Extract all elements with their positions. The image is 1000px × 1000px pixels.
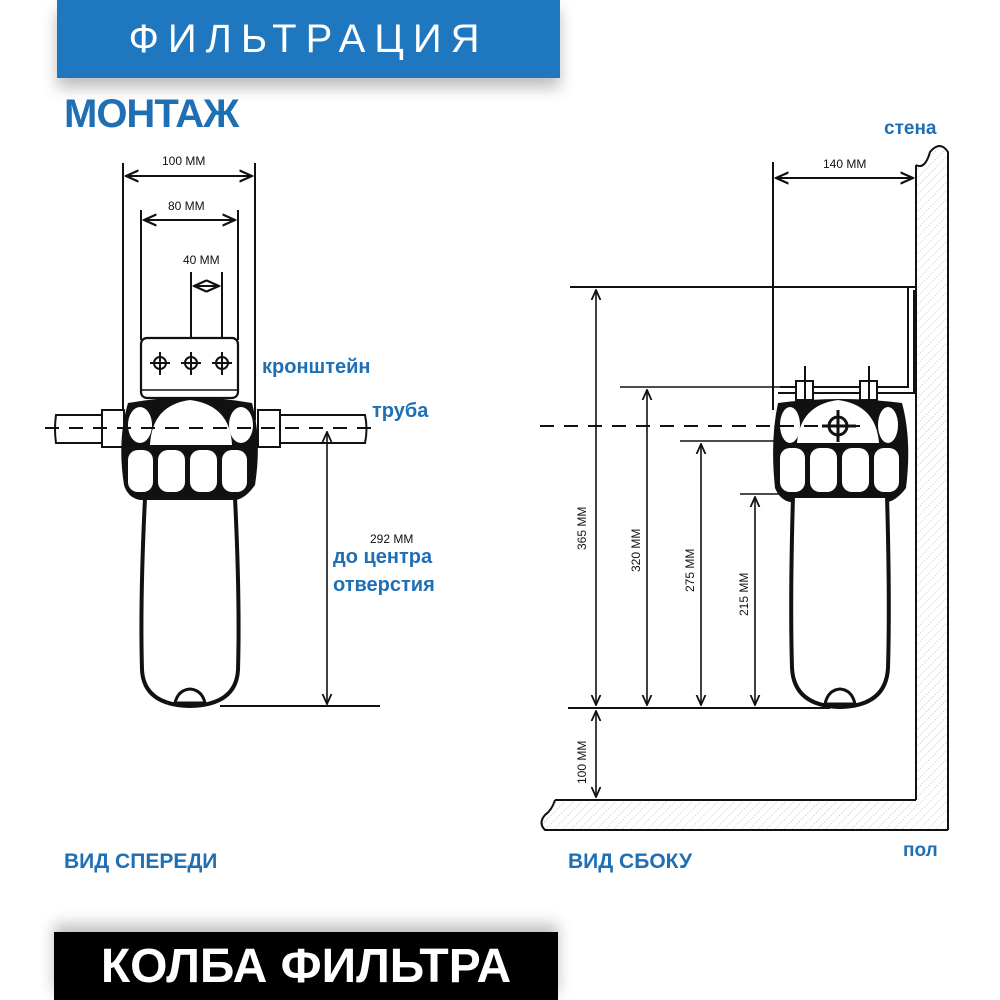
- bracket-label: кронштейн: [262, 356, 371, 378]
- footer-title: КОЛБА ФИЛЬТРА: [100, 939, 512, 993]
- footer-banner: КОЛБА ФИЛЬТРА: [54, 932, 558, 1000]
- title-banner: ФИЛЬТРАЦИЯ: [57, 0, 560, 78]
- mount-hole-icon: [150, 352, 232, 375]
- dim-215mm: 215 MM: [737, 573, 751, 616]
- dim-365mm: 365 MM: [575, 507, 589, 550]
- dim-40mm: 40 MM: [183, 253, 220, 267]
- dim-100mm: 100 MM: [162, 154, 205, 168]
- front-view: [45, 163, 380, 709]
- dim-80mm: 80 MM: [168, 199, 205, 213]
- title-text: ФИЛЬТРАЦИЯ: [128, 16, 489, 61]
- section-title: МОНТАЖ: [64, 92, 239, 136]
- pipe-label: труба: [372, 400, 429, 422]
- dim-100mm-floor: 100 MM: [575, 741, 589, 784]
- dim-292mm: 292 MM: [370, 532, 413, 546]
- dim-140mm: 140 MM: [823, 157, 866, 171]
- wall-label: стена: [884, 118, 937, 139]
- to-center-label-1: до центра: [333, 546, 433, 568]
- floor-label: пол: [903, 840, 938, 861]
- side-view: [540, 145, 949, 831]
- side-view-caption: ВИД СБОКУ: [568, 850, 693, 873]
- dim-320mm: 320 MM: [629, 529, 643, 572]
- front-view-caption: ВИД СПЕРЕДИ: [64, 850, 218, 873]
- to-center-label-2: отверстия: [333, 574, 435, 596]
- dim-275mm: 275 MM: [683, 549, 697, 592]
